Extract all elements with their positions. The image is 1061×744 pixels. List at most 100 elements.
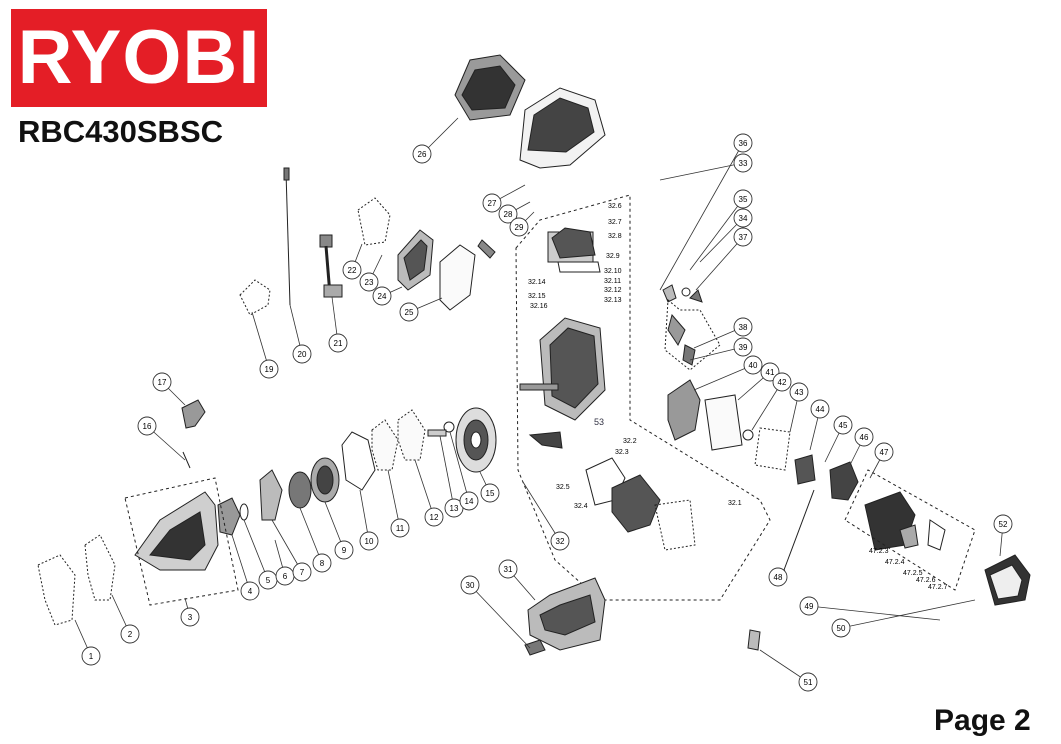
callout-42: 42 (751, 372, 792, 431)
leader-line-50 (840, 599, 976, 629)
callout-label-40: 40 (749, 361, 758, 370)
callout-1: 1 (74, 619, 101, 666)
sub-label-32-12: 32.12 (604, 287, 622, 294)
callout-circle-7 (292, 562, 312, 582)
sub-label-32-1: 32.1 (728, 500, 742, 507)
callout-label-24: 24 (378, 292, 387, 301)
callout-44: 44 (809, 399, 830, 451)
callout-circle-29 (509, 217, 529, 237)
callout-label-16: 16 (143, 422, 152, 431)
plain-label-53: 53 (594, 417, 604, 427)
sub-label-32-13: 32.13 (604, 297, 622, 304)
callout-3: 3 (180, 597, 200, 627)
leader-line-51 (759, 649, 809, 683)
callout-label-17: 17 (158, 378, 167, 387)
leader-line-4 (231, 534, 251, 592)
callout-label-1: 1 (89, 652, 94, 661)
callout-26: 26 (412, 117, 459, 164)
leader-line-30 (469, 584, 531, 649)
callout-32: 32 (522, 481, 570, 551)
leader-line-37 (695, 236, 744, 291)
callout-label-19: 19 (265, 365, 274, 374)
sub-label-32-2: 32.2 (623, 438, 637, 445)
callout-label-7: 7 (300, 568, 305, 577)
callout-label-31: 31 (504, 565, 513, 574)
callout-circle-4 (240, 581, 260, 601)
callout-circle-22 (342, 260, 362, 280)
callout-label-47: 47 (880, 448, 889, 457)
callout-11: 11 (387, 469, 410, 538)
leader-line-49 (808, 605, 941, 621)
callout-label-9: 9 (342, 546, 347, 555)
callout-circle-1 (81, 646, 101, 666)
callout-label-23: 23 (365, 278, 374, 287)
callout-17: 17 (152, 372, 186, 406)
sub-label-32-6: 32.6 (608, 203, 622, 210)
callout-circle-42 (772, 372, 792, 392)
callout-circle-21 (328, 333, 348, 353)
callout-label-52: 52 (999, 520, 1008, 529)
callout-49: 49 (799, 596, 941, 621)
callout-circle-3 (180, 607, 200, 627)
callout-circle-40 (743, 355, 763, 375)
callout-22: 22 (342, 243, 363, 280)
callout-label-8: 8 (320, 559, 325, 568)
callout-circle-50 (831, 618, 851, 638)
callout-label-38: 38 (739, 323, 748, 332)
callout-38: 38 (693, 317, 753, 349)
callout-circle-36 (733, 133, 753, 153)
leader-line-13 (439, 435, 455, 509)
callout-37: 37 (695, 227, 753, 291)
callout-circle-35 (733, 189, 753, 209)
callout-circle-11 (390, 518, 410, 538)
callout-14: 14 (449, 431, 479, 511)
leader-line-34 (699, 217, 744, 263)
sub-part-labels: 32.132.232.332.432.532.632.732.832.932.1… (528, 203, 948, 591)
callout-27: 27 (482, 184, 526, 213)
callout-40: 40 (693, 355, 763, 391)
callout-29: 29 (509, 211, 535, 237)
callout-circle-24 (372, 286, 392, 306)
callout-31: 31 (498, 559, 536, 601)
ryobi-logo: RYOBI (11, 9, 267, 107)
callout-circle-28 (498, 204, 518, 224)
callout-label-39: 39 (739, 343, 748, 352)
sub-label-32-5: 32.5 (556, 484, 570, 491)
callout-label-10: 10 (365, 537, 374, 546)
sub-label-32-8: 32.8 (608, 233, 622, 240)
leader-line-12 (414, 459, 435, 518)
callout-28: 28 (498, 201, 531, 224)
leader-line-19 (251, 311, 270, 370)
callout-circle-2 (120, 624, 140, 644)
callout-label-15: 15 (486, 489, 495, 498)
callout-circle-49 (799, 596, 819, 616)
model-number: RBC430SBSC (18, 114, 224, 149)
callout-label-33: 33 (739, 159, 748, 168)
callout-label-4: 4 (248, 587, 253, 596)
callout-label-49: 49 (805, 602, 814, 611)
sub-label-47-2-4: 47.2.4 (885, 559, 905, 566)
sub-label-47-2-7: 47.2.7 (928, 584, 948, 591)
callout-label-46: 46 (860, 433, 869, 442)
callout-39: 39 (689, 337, 753, 361)
callout-7: 7 (271, 519, 312, 582)
callout-label-51: 51 (804, 678, 813, 687)
callout-33: 33 (659, 153, 753, 181)
callout-circle-30 (460, 575, 480, 595)
callout-label-50: 50 (837, 624, 846, 633)
callout-label-27: 27 (488, 199, 497, 208)
callout-circle-17 (152, 372, 172, 392)
callout-36: 36 (659, 133, 753, 291)
callout-circle-48 (768, 567, 788, 587)
callout-circle-47 (874, 442, 894, 462)
callout-circle-43 (789, 382, 809, 402)
callout-circle-46 (854, 427, 874, 447)
callout-circle-23 (359, 272, 379, 292)
sub-label-32-9: 32.9 (606, 253, 620, 260)
callout-label-14: 14 (465, 497, 474, 506)
callout-label-37: 37 (739, 233, 748, 242)
plain-labels: 53 (594, 417, 604, 427)
brand-name: RYOBI (17, 15, 261, 100)
callout-circle-20 (292, 344, 312, 364)
callout-label-3: 3 (188, 613, 193, 622)
